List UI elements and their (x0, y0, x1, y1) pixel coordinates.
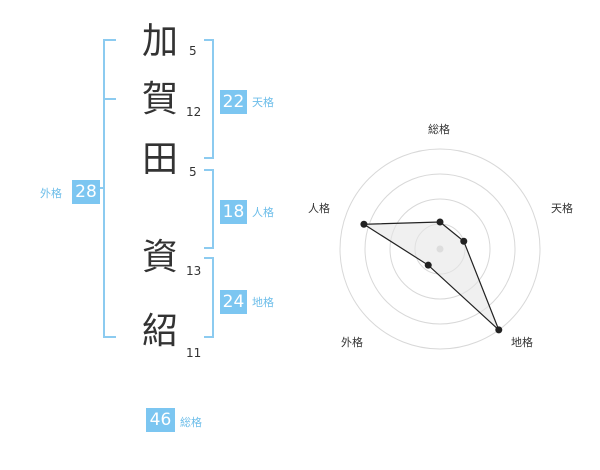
radar-point-2 (460, 237, 468, 245)
jinkaku-bracket (204, 169, 214, 249)
radar-series-area (361, 221, 500, 331)
stroke-count-2: 12 (186, 105, 202, 119)
stroke-count-1: 5 (189, 44, 197, 58)
stroke-count-4: 13 (186, 264, 202, 278)
jinkaku-label: 人格 (252, 206, 274, 219)
name-char-2: 賀 (141, 79, 178, 120)
tenkaku-value: 22 (220, 90, 247, 114)
soukaku-value: 46 (146, 408, 175, 432)
name-char-1: 加 (141, 21, 178, 62)
radar-grid-ring (389, 198, 491, 300)
stroke-count-3: 5 (189, 165, 197, 179)
radar-axis-label-soukaku: 総格 (428, 123, 450, 136)
name-char-5: 紹 (141, 311, 178, 352)
gaikaku-value: 28 (72, 180, 100, 204)
name-char-3: 田 (141, 139, 178, 180)
radar-point-5 (360, 220, 368, 228)
tenkaku-label: 天格 (252, 96, 274, 109)
tenkaku-bracket (204, 39, 214, 159)
soukaku-label: 総格 (180, 416, 202, 429)
chikaku-value: 24 (220, 290, 247, 314)
chikaku-label: 地格 (252, 296, 274, 309)
radar-grid-ring (339, 148, 541, 350)
radar-point-3 (495, 326, 503, 334)
radar-axis-label-chikaku: 地格 (511, 336, 533, 349)
radar-axis-label-tenkaku: 天格 (551, 202, 573, 215)
radar-axis-label-gaikaku: 外格 (341, 336, 363, 349)
radar-grid-ring (364, 173, 516, 325)
gaikaku-label: 外格 (40, 187, 62, 200)
radar-point-4 (424, 261, 432, 269)
stroke-count-5: 11 (186, 346, 202, 360)
chikaku-bracket (204, 257, 214, 338)
jinkaku-value: 18 (220, 200, 247, 224)
radar-axis-label-jinkaku: 人格 (308, 202, 330, 215)
name-char-4: 資 (141, 237, 178, 278)
radar-points (360, 218, 503, 334)
radar-point-1 (436, 218, 444, 226)
